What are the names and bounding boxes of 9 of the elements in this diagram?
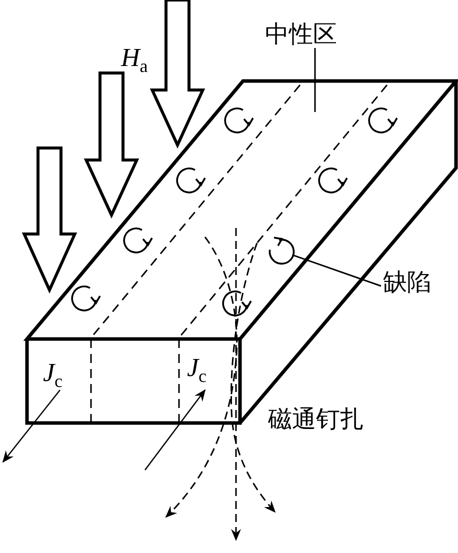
field-symbol: H$_{a}$	[121, 45, 148, 75]
current-symbol: J$_{c}$	[43, 360, 63, 390]
pinning-label: 磁通钉扎	[268, 407, 364, 431]
region-label: 中性区	[265, 22, 337, 46]
leader-line	[314, 48, 316, 112]
leader-line	[292, 254, 382, 287]
defect-vortex-icon	[268, 238, 294, 264]
current-symbol: J$_{c}$	[187, 355, 207, 385]
defect-label: 缺陷	[383, 270, 431, 294]
